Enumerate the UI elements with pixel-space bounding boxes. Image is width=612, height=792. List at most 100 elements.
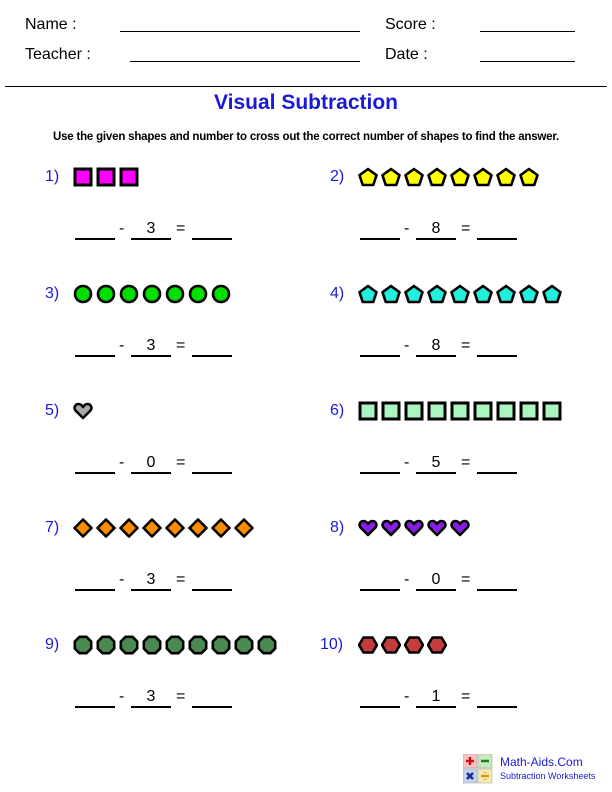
diamond-icon[interactable] bbox=[211, 518, 231, 538]
pentagon-icon[interactable] bbox=[358, 167, 378, 187]
problem-1: 1)-3= bbox=[45, 167, 325, 267]
pentagon-icon[interactable] bbox=[450, 167, 470, 187]
octagon-icon[interactable] bbox=[73, 635, 93, 655]
square-icon[interactable] bbox=[519, 401, 539, 421]
square-icon[interactable] bbox=[450, 401, 470, 421]
minuend-blank[interactable] bbox=[75, 453, 115, 474]
heart-icon[interactable] bbox=[358, 518, 378, 538]
pentagon-icon[interactable] bbox=[519, 284, 539, 304]
heart-icon[interactable] bbox=[73, 401, 93, 421]
equals-sign: = bbox=[461, 454, 471, 471]
octagon-icon[interactable] bbox=[211, 635, 231, 655]
heart-icon[interactable] bbox=[427, 518, 447, 538]
octagon-icon[interactable] bbox=[119, 635, 139, 655]
minuend-blank[interactable] bbox=[75, 687, 115, 708]
answer-blank[interactable] bbox=[477, 219, 517, 240]
square-icon[interactable] bbox=[496, 401, 516, 421]
pentagon-icon[interactable] bbox=[381, 284, 401, 304]
square-icon[interactable] bbox=[119, 167, 139, 187]
pentagon-icon[interactable] bbox=[427, 284, 447, 304]
square-icon[interactable] bbox=[96, 167, 116, 187]
pentagon-icon[interactable] bbox=[542, 284, 562, 304]
heart-icon[interactable] bbox=[381, 518, 401, 538]
minuend-blank[interactable] bbox=[360, 570, 400, 591]
square-icon[interactable] bbox=[73, 167, 93, 187]
minus-sign: - bbox=[119, 337, 125, 354]
circle-icon[interactable] bbox=[165, 284, 185, 304]
problem-number: 10) bbox=[320, 636, 344, 653]
minus-sign: - bbox=[119, 688, 125, 705]
pentagon-icon[interactable] bbox=[519, 167, 539, 187]
pentagon-icon[interactable] bbox=[358, 284, 378, 304]
teacher-field[interactable] bbox=[130, 61, 360, 62]
hexagon-icon[interactable] bbox=[404, 635, 424, 655]
answer-blank[interactable] bbox=[192, 219, 232, 240]
answer-blank[interactable] bbox=[477, 453, 517, 474]
problem-number: 6) bbox=[330, 402, 345, 419]
square-icon[interactable] bbox=[381, 401, 401, 421]
minuend-blank[interactable] bbox=[360, 219, 400, 240]
pentagon-icon[interactable] bbox=[473, 167, 493, 187]
octagon-icon[interactable] bbox=[142, 635, 162, 655]
octagon-icon[interactable] bbox=[188, 635, 208, 655]
hexagon-icon[interactable] bbox=[358, 635, 378, 655]
answer-blank[interactable] bbox=[192, 336, 232, 357]
pentagon-icon[interactable] bbox=[450, 284, 470, 304]
diamond-icon[interactable] bbox=[188, 518, 208, 538]
problem-number: 7) bbox=[45, 519, 60, 536]
answer-blank[interactable] bbox=[477, 570, 517, 591]
octagon-icon[interactable] bbox=[96, 635, 116, 655]
pentagon-icon[interactable] bbox=[404, 284, 424, 304]
square-icon[interactable] bbox=[427, 401, 447, 421]
heart-icon[interactable] bbox=[404, 518, 424, 538]
hexagon-icon[interactable] bbox=[381, 635, 401, 655]
minuend-blank[interactable] bbox=[75, 219, 115, 240]
octagon-icon[interactable] bbox=[257, 635, 277, 655]
answer-blank[interactable] bbox=[477, 336, 517, 357]
minuend-blank[interactable] bbox=[75, 570, 115, 591]
problem-5: 5)-0= bbox=[45, 401, 325, 501]
name-field[interactable] bbox=[120, 31, 360, 32]
square-icon[interactable] bbox=[358, 401, 378, 421]
minuend-blank[interactable] bbox=[75, 336, 115, 357]
diamond-icon[interactable] bbox=[165, 518, 185, 538]
header-divider bbox=[5, 86, 607, 87]
answer-blank[interactable] bbox=[192, 570, 232, 591]
pentagon-icon[interactable] bbox=[496, 167, 516, 187]
minuend-blank[interactable] bbox=[360, 453, 400, 474]
answer-blank[interactable] bbox=[192, 453, 232, 474]
octagon-icon[interactable] bbox=[165, 635, 185, 655]
circle-icon[interactable] bbox=[188, 284, 208, 304]
diamond-icon[interactable] bbox=[119, 518, 139, 538]
minuend-blank[interactable] bbox=[360, 336, 400, 357]
circle-icon[interactable] bbox=[96, 284, 116, 304]
square-icon[interactable] bbox=[404, 401, 424, 421]
heart-icon[interactable] bbox=[450, 518, 470, 538]
pentagon-icon[interactable] bbox=[496, 284, 516, 304]
score-field[interactable] bbox=[480, 31, 575, 32]
date-field[interactable] bbox=[480, 61, 575, 62]
problem-number: 8) bbox=[330, 519, 345, 536]
logo-subtitle: Subtraction Worksheets bbox=[500, 771, 596, 781]
circle-icon[interactable] bbox=[73, 284, 93, 304]
problem-number: 1) bbox=[45, 168, 60, 185]
diamond-icon[interactable] bbox=[234, 518, 254, 538]
diamond-icon[interactable] bbox=[142, 518, 162, 538]
circle-icon[interactable] bbox=[142, 284, 162, 304]
diamond-icon[interactable] bbox=[73, 518, 93, 538]
circle-icon[interactable] bbox=[119, 284, 139, 304]
square-icon[interactable] bbox=[542, 401, 562, 421]
pentagon-icon[interactable] bbox=[473, 284, 493, 304]
minuend-blank[interactable] bbox=[360, 687, 400, 708]
answer-blank[interactable] bbox=[192, 687, 232, 708]
octagon-icon[interactable] bbox=[234, 635, 254, 655]
score-label: Score : bbox=[385, 16, 436, 33]
answer-blank[interactable] bbox=[477, 687, 517, 708]
hexagon-icon[interactable] bbox=[427, 635, 447, 655]
pentagon-icon[interactable] bbox=[427, 167, 447, 187]
circle-icon[interactable] bbox=[211, 284, 231, 304]
pentagon-icon[interactable] bbox=[381, 167, 401, 187]
diamond-icon[interactable] bbox=[96, 518, 116, 538]
pentagon-icon[interactable] bbox=[404, 167, 424, 187]
square-icon[interactable] bbox=[473, 401, 493, 421]
